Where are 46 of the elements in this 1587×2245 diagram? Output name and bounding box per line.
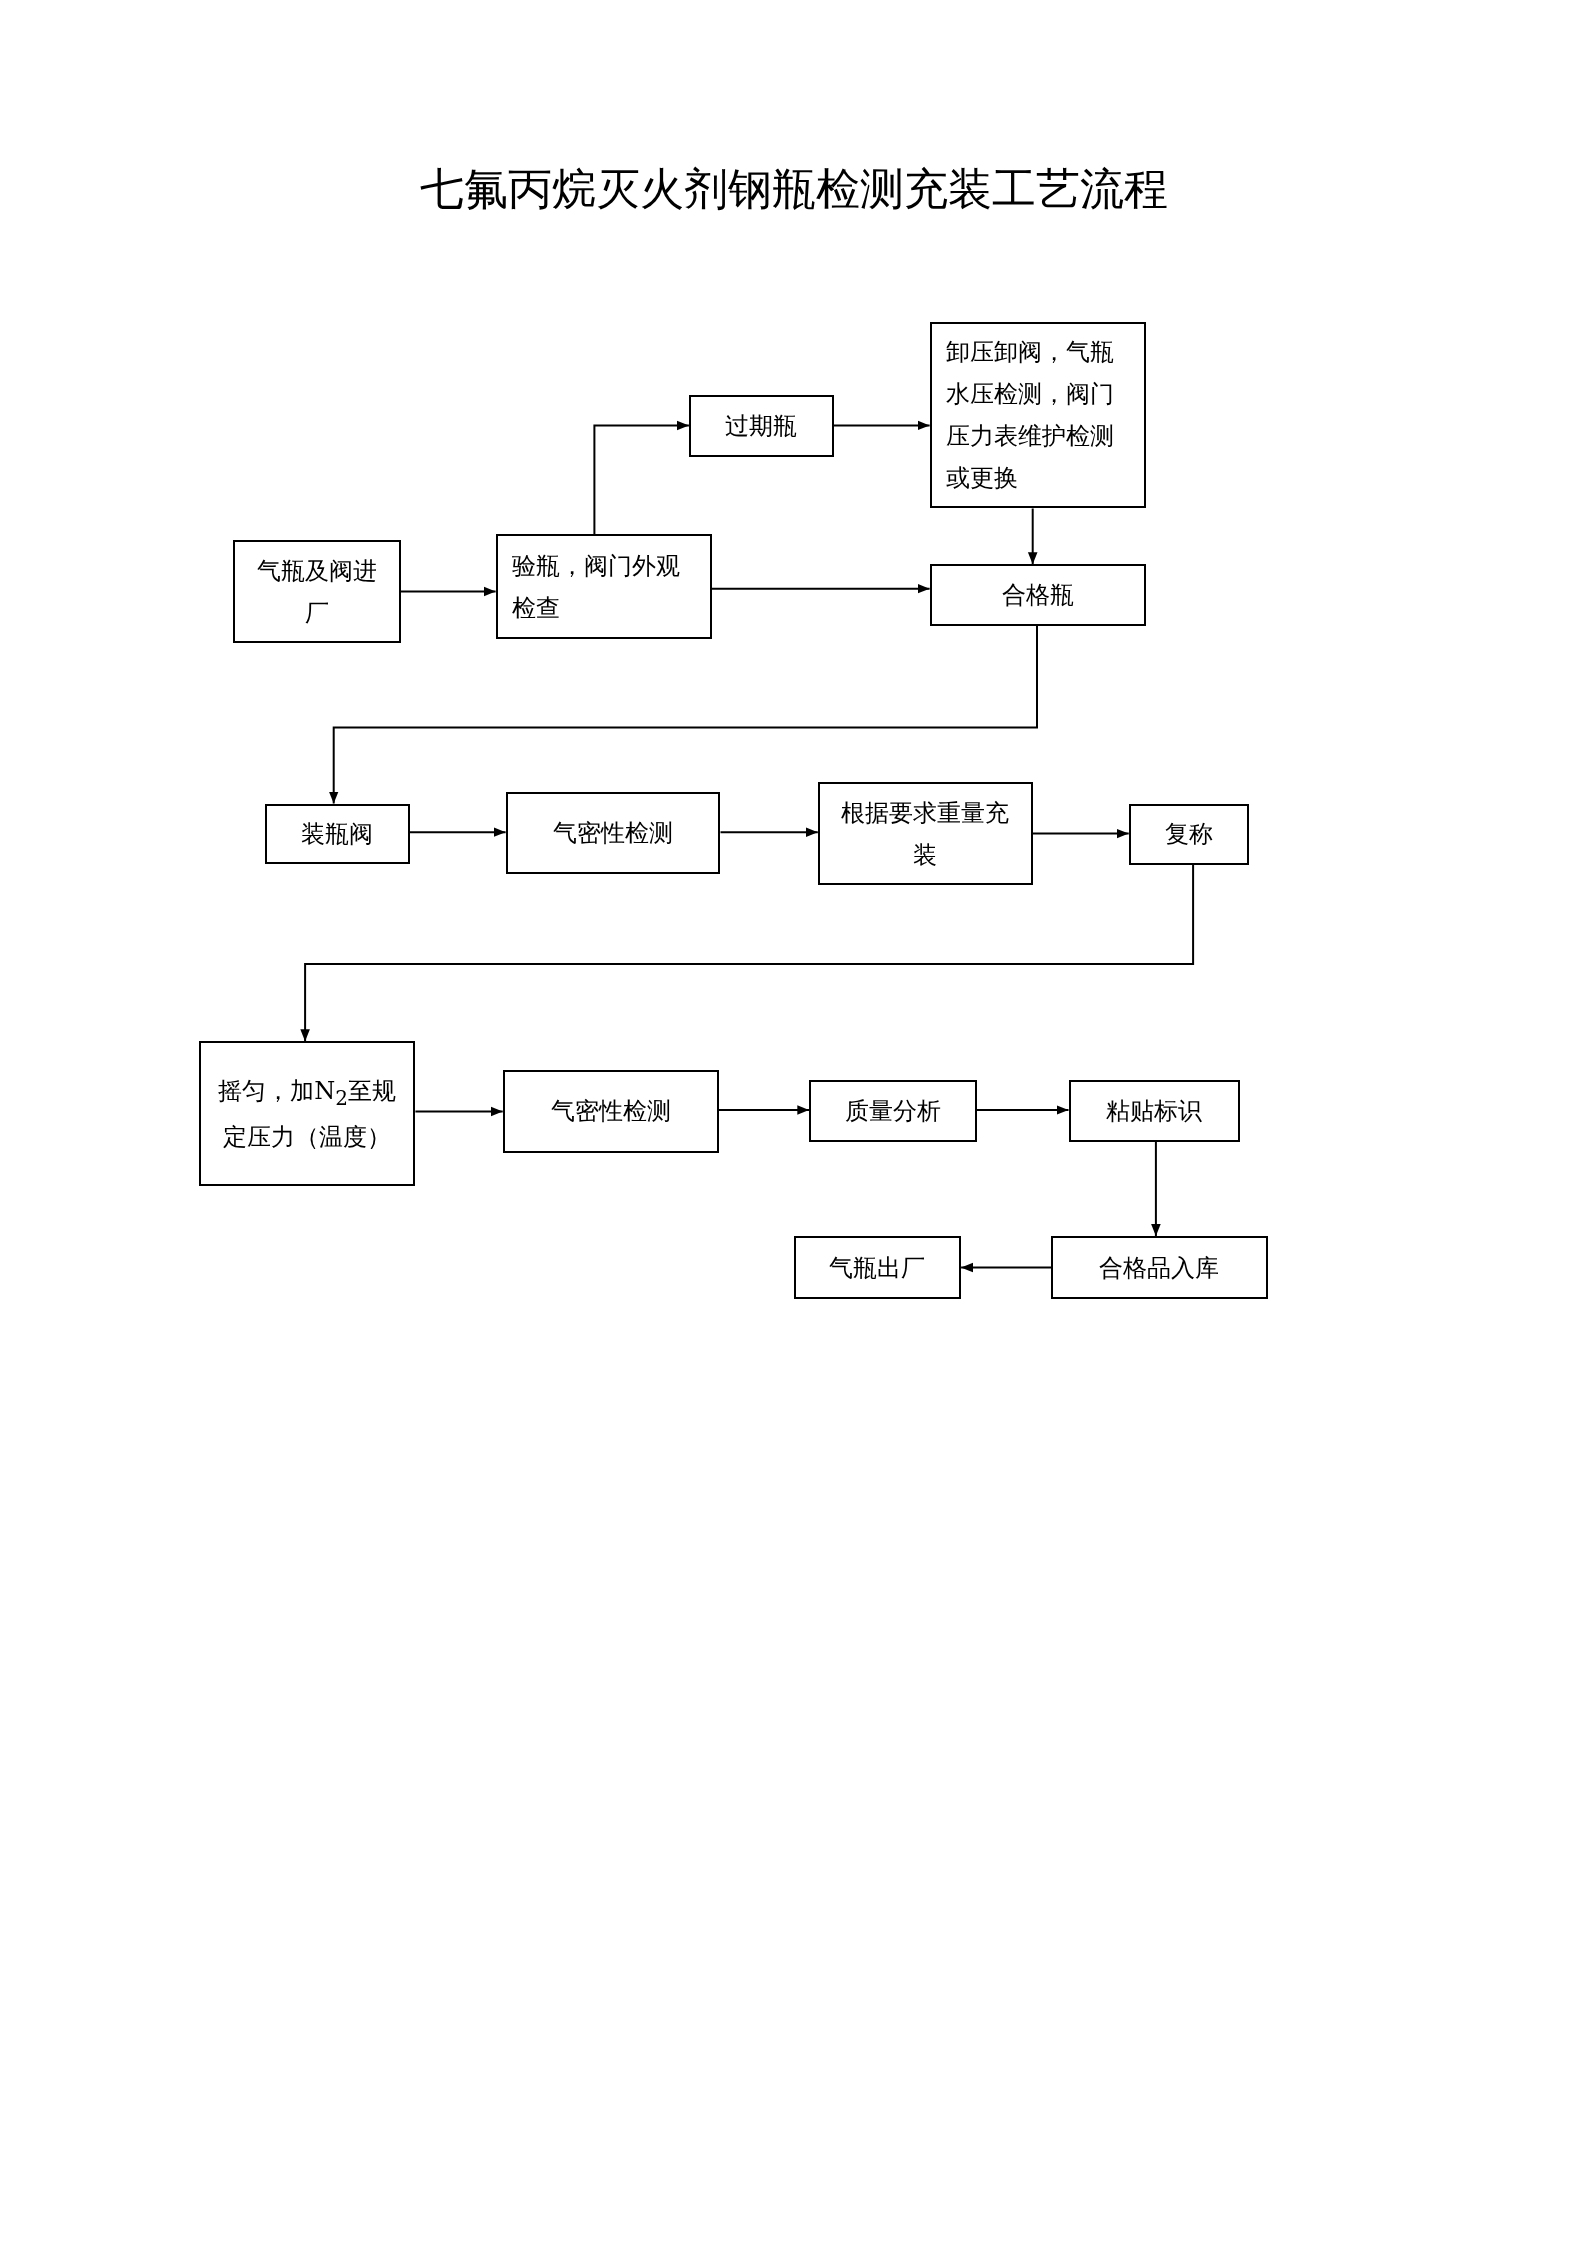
step-text: 质量分析 [844, 1095, 943, 1127]
arrow [328, 624, 1038, 805]
arrow [1027, 507, 1038, 566]
process-box [502, 1069, 719, 1153]
process-box [929, 564, 1146, 626]
step-text: 过期瓶 [724, 411, 799, 443]
step-text: 粘贴标识 [1105, 1095, 1204, 1127]
step-text: 气密性检测 [552, 817, 674, 849]
process-box [809, 1079, 977, 1142]
arrow [718, 1105, 811, 1115]
step-text: 合格品入库 [1098, 1252, 1221, 1284]
step-text: 复称 [1163, 819, 1214, 851]
arrow [975, 1105, 1070, 1115]
step-text: 根据要求重量充装 [840, 797, 1011, 871]
process-box [1068, 1079, 1241, 1142]
arrow [719, 827, 819, 837]
process-box [817, 782, 1033, 886]
step-text: 气瓶出厂 [828, 1252, 927, 1284]
step-text: 卸压卸阀，气瓶水压检测，阀门压力表维护检测或更换 [945, 337, 1115, 495]
arrow [300, 864, 1195, 1043]
process-box [233, 539, 402, 644]
process-box [1051, 1236, 1268, 1300]
process-box [688, 395, 834, 457]
arrow [400, 586, 497, 597]
step-text: 气密性检测 [549, 1096, 672, 1128]
arrow [408, 827, 507, 837]
step-text: 气瓶及阀进厂 [256, 555, 379, 629]
process-box [199, 1041, 416, 1186]
process-box [495, 534, 712, 639]
title: 七氟丙烷灭火剂钢瓶检测充装工艺流程 [418, 162, 1169, 216]
process-box [793, 1236, 962, 1300]
arrow [832, 420, 931, 431]
arrow [1031, 828, 1130, 839]
step-text: 验瓶，阀门外观检查 [511, 550, 681, 624]
process-box [264, 803, 410, 864]
step-text: 摇匀，加N$_{2}$至规定压力（温度） [217, 1075, 398, 1153]
arrow [414, 1106, 504, 1117]
step-text: 合格瓶 [1000, 580, 1075, 612]
arrow [960, 1262, 1053, 1273]
process-box [1128, 803, 1249, 866]
process-box [505, 792, 721, 874]
arrow [710, 583, 931, 594]
arrow [593, 420, 690, 536]
arrow [1151, 1140, 1161, 1238]
process-box [929, 322, 1146, 509]
step-text: 装瓶阀 [300, 818, 375, 850]
